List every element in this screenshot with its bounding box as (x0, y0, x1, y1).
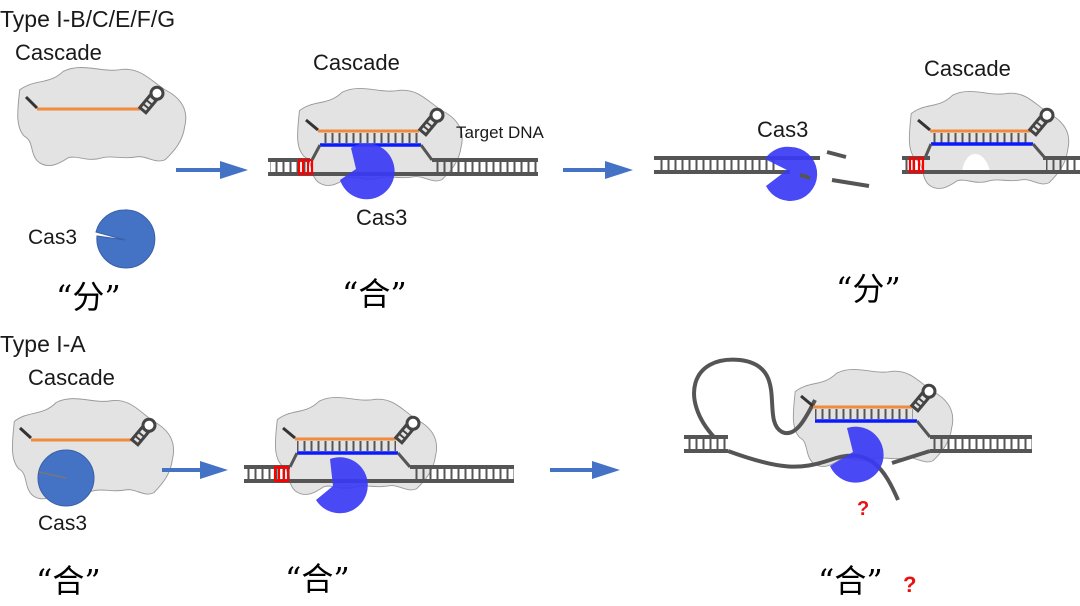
title-bottom: Type I-A (0, 331, 86, 357)
cas3-pacman-icon (340, 143, 395, 200)
caption-top-3: “分” (836, 270, 901, 308)
arrow-right-icon (162, 461, 228, 479)
cascade-bound-top: Cascade Target DNA Cas3 (268, 50, 545, 230)
cas3-label: Cas3 (356, 205, 407, 230)
cas3-degrading-dna: Cas3 (654, 117, 870, 201)
caption-bottom-3: “合” (818, 562, 883, 600)
caption-top-2: “合” (342, 275, 407, 313)
caption-top-1: “分” (56, 278, 121, 316)
pam-box (297, 158, 314, 176)
caption-bottom-1: “合” (36, 562, 101, 600)
cascade-label: Cascade (15, 40, 102, 65)
cas3-pacman-icon (830, 426, 884, 483)
arrow-right-icon (550, 461, 620, 479)
arrow-right-icon (176, 161, 248, 179)
cas3-label: Cas3 (28, 226, 77, 249)
cas3-free-top: Cas3 (28, 209, 156, 269)
cas3-pacman-icon (95, 209, 156, 269)
caption-bottom-2: “合” (285, 560, 350, 598)
cascade-cas3-loop-bottom: ? (684, 357, 1032, 520)
cascade-released-top: Cascade (902, 56, 1080, 189)
cas3-label: Cas3 (38, 512, 87, 535)
title-top: Type I-B/C/E/F/G (0, 6, 175, 32)
cas3-pacman-icon (316, 457, 368, 514)
target-dna-label: Target DNA (456, 123, 545, 142)
cas3-label: Cas3 (757, 117, 808, 142)
cascade-bound-bottom (244, 396, 514, 514)
cascade-label: Cascade (924, 56, 1011, 81)
caption-question-mark: ? (903, 572, 916, 597)
cascade-label: Cascade (28, 365, 115, 390)
arrow-right-icon (563, 161, 633, 179)
cascade-label: Cascade (313, 50, 400, 75)
cascade-free-top: Cascade (15, 40, 187, 167)
question-mark: ? (857, 498, 869, 520)
cascade-cas3-complex-bottom: Cascade Cas3 (11, 365, 175, 535)
cas3-pacman-icon (765, 146, 818, 201)
